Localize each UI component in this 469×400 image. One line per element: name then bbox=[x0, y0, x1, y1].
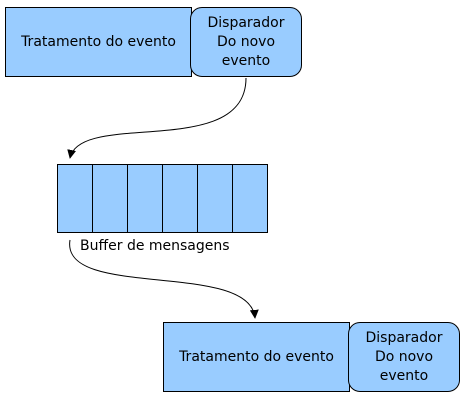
bottom-event-handler-box: Tratamento do evento bbox=[163, 322, 350, 392]
bottom-trigger-line-1: Disparador bbox=[365, 330, 443, 346]
buffer-cell bbox=[198, 165, 233, 232]
buffer-cell bbox=[163, 165, 198, 232]
top-event-handler-box: Tratamento do evento bbox=[5, 7, 192, 77]
message-buffer-label: Buffer de mensagens bbox=[80, 238, 230, 254]
arrow-buffer-to-handler bbox=[69, 239, 259, 319]
buffer-cell bbox=[128, 165, 163, 232]
buffer-cell bbox=[93, 165, 128, 232]
top-event-trigger-box: Disparador Do novo evento bbox=[190, 7, 302, 77]
top-trigger-line-2: Do novo bbox=[216, 34, 276, 50]
arrow-trigger-to-buffer bbox=[67, 77, 247, 159]
buffer-cell bbox=[233, 165, 267, 232]
top-trigger-line-3: evento bbox=[221, 53, 271, 69]
bottom-event-trigger-box: Disparador Do novo evento bbox=[348, 322, 460, 392]
top-trigger-line-1: Disparador bbox=[207, 15, 285, 31]
bottom-event-handler-label: Tratamento do evento bbox=[179, 348, 334, 365]
top-event-handler-label: Tratamento do evento bbox=[21, 33, 176, 50]
message-buffer bbox=[57, 164, 268, 233]
bottom-trigger-line-3: evento bbox=[379, 368, 429, 384]
buffer-cell bbox=[58, 165, 93, 232]
bottom-trigger-line-2: Do novo bbox=[374, 349, 434, 365]
